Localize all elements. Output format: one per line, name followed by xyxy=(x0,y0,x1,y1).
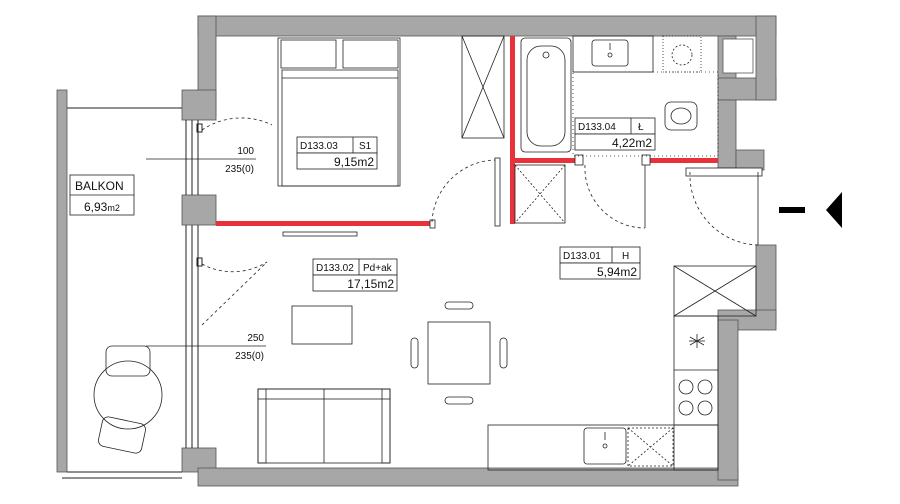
room-code: D133.04 xyxy=(578,122,616,133)
room-label-l: D133.04 Ł 4,22m2 xyxy=(574,117,656,151)
room-name: S1 xyxy=(359,141,372,152)
room-code: D133.02 xyxy=(316,263,354,274)
room-area: 9,15m2 xyxy=(334,155,374,169)
window-width: 100 xyxy=(237,146,254,157)
room-code: D133.03 xyxy=(300,141,338,152)
stove-icon xyxy=(689,334,705,348)
room-label-h: D133.01 H 5,94m2 xyxy=(559,246,641,280)
balcony-furniture xyxy=(93,345,163,454)
room-label-s1: D133.03 S1 9,15m2 xyxy=(296,136,378,170)
window-label-1: 100 235(0) xyxy=(146,146,256,175)
room-label-pd-ak: D133.02 Pd+ak 17,15m2 xyxy=(312,258,398,292)
toilet-icon xyxy=(664,101,698,131)
room-name: Ł xyxy=(638,122,644,133)
entrance-arrow-icon xyxy=(779,192,842,228)
hob-icon xyxy=(678,379,713,416)
room-code: D133.01 xyxy=(563,251,601,262)
doors xyxy=(201,117,763,326)
window-label-2: 250 235(0) xyxy=(146,333,266,362)
sink-icon xyxy=(583,427,627,465)
balcony-label: BALKON 6,93m2 xyxy=(69,174,135,216)
living-furniture xyxy=(257,301,508,464)
partition-walls xyxy=(216,36,718,226)
bathtub-icon xyxy=(542,51,550,59)
outer-walls xyxy=(181,15,777,487)
bed xyxy=(277,37,401,237)
window-height: 235(0) xyxy=(225,164,254,175)
room-name: H xyxy=(622,251,629,262)
balcony-area: 6,93m2 xyxy=(84,200,120,214)
room-name: Pd+ak xyxy=(363,263,393,274)
window-width: 250 xyxy=(247,333,264,344)
room-area: 17,15m2 xyxy=(347,277,394,291)
kitchen xyxy=(487,265,757,471)
window-height: 235(0) xyxy=(235,351,264,362)
window-frames xyxy=(185,120,203,448)
room-area: 5,94m2 xyxy=(597,265,637,279)
balcony xyxy=(56,89,182,479)
bathroom-fixtures xyxy=(520,35,719,157)
balcony-name: BALKON xyxy=(75,179,124,193)
closet xyxy=(461,35,566,224)
washbasin-icon xyxy=(591,39,629,67)
room-area: 4,22m2 xyxy=(612,136,652,150)
